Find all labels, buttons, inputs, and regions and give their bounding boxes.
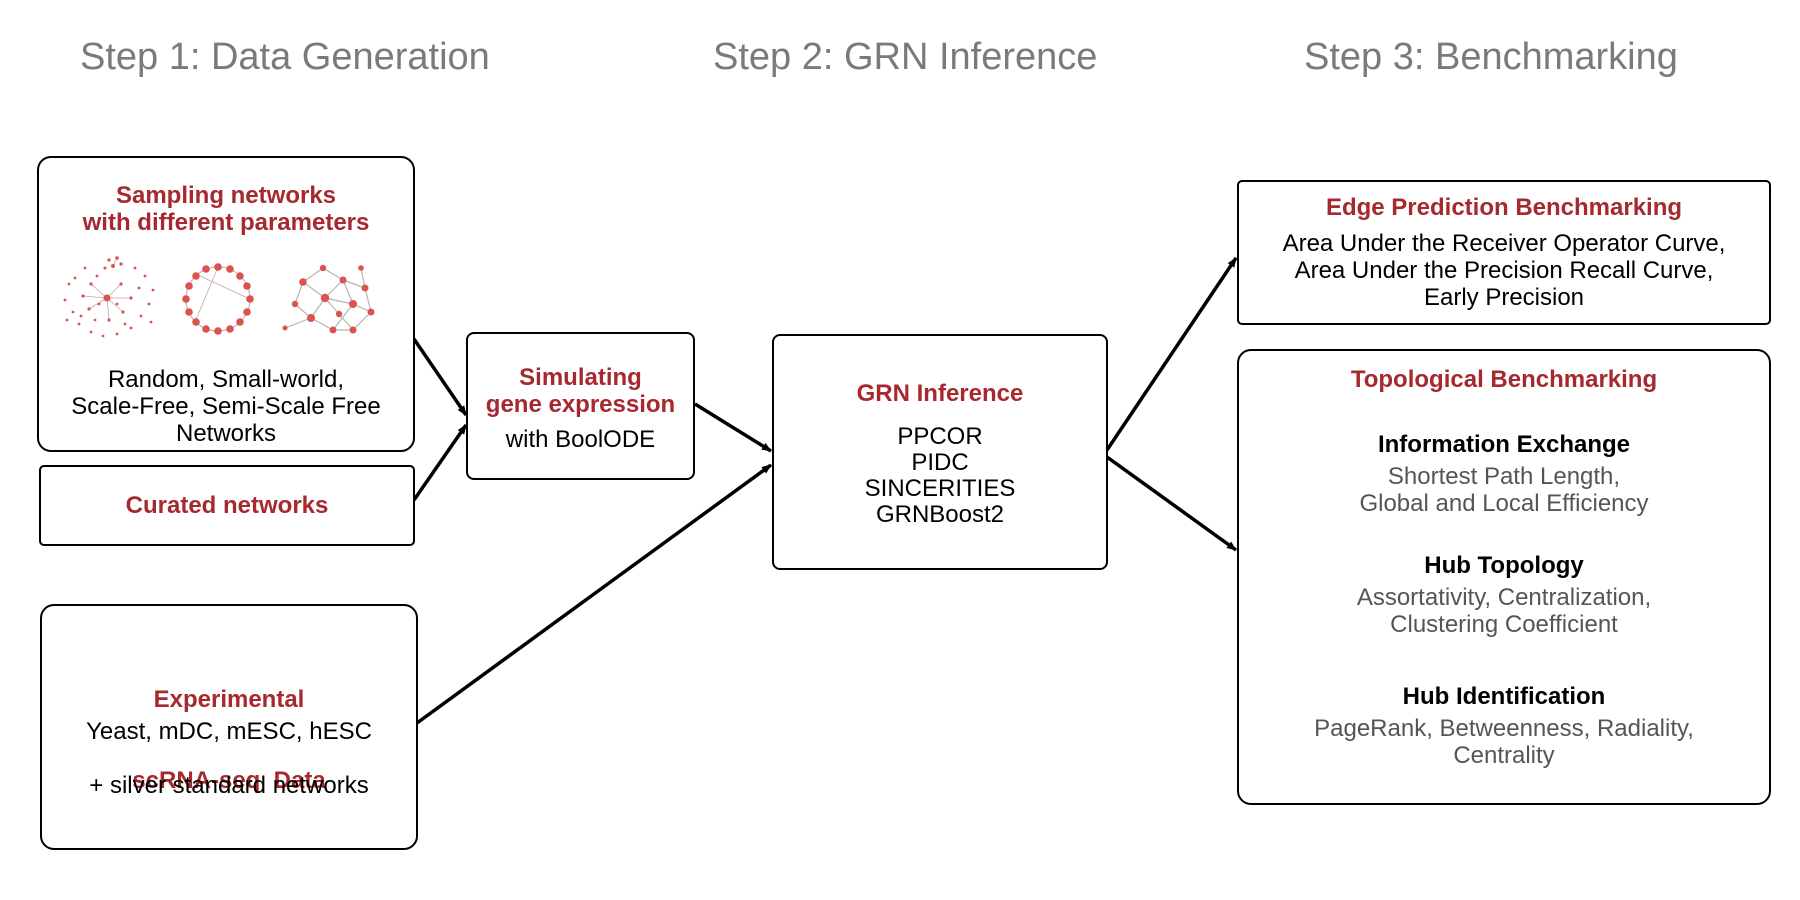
arrow-simulating-to-grn — [694, 402, 772, 453]
experimental-datasets: Yeast, mDC, mESC, hESC — [86, 718, 372, 745]
arrow-grn-to-edge — [1105, 257, 1238, 451]
grn-inference-box: GRN Inference PPCOR PIDC SINCERITIES GRN… — [772, 334, 1108, 570]
boolode-text: with BoolODE — [505, 426, 656, 453]
arrow-experimental-to-grn — [415, 463, 773, 725]
simulating-expression-title: Simulating gene expression — [485, 364, 676, 418]
information-exchange-heading: Information Exchange — [1377, 431, 1631, 458]
random-network-icon — [282, 264, 375, 334]
experimental-data-box: Experimental scRNA-seq Data Yeast, mDC, … — [40, 604, 418, 850]
silver-standard-text: + silver standard networks — [89, 772, 369, 799]
edge-prediction-metrics: Area Under the Receiver Operator Curve, … — [1282, 230, 1726, 311]
scale-free-network-icon — [63, 256, 155, 338]
curated-networks-box: Curated networks — [39, 465, 415, 546]
method-sincerities: SINCERITIES — [864, 475, 1016, 502]
hub-topology-heading: Hub Topology — [1424, 552, 1584, 579]
hub-identification-heading: Hub Identification — [1402, 683, 1606, 710]
arrow-curated-to-simulating — [412, 424, 468, 501]
sampling-networks-title: Sampling networks with different paramet… — [82, 182, 370, 236]
arrow-sampling-to-simulating — [412, 338, 468, 416]
grn-methods-list: PPCOR PIDC SINCERITIES GRNBoost2 — [774, 424, 1106, 528]
curated-networks-title: Curated networks — [125, 492, 329, 519]
network-types-text: Random, Small-world, Scale-Free, Semi-Sc… — [71, 366, 381, 447]
hub-identification-metrics: PageRank, Betweenness, Radiality, Centra… — [1314, 715, 1694, 769]
edge-prediction-box: Edge Prediction Benchmarking Area Under … — [1237, 180, 1771, 325]
step1-header: Step 1: Data Generation — [80, 36, 490, 78]
grn-inference-title: GRN Inference — [856, 380, 1024, 407]
sampling-networks-box: Sampling networks with different paramet… — [37, 156, 415, 452]
topological-benchmarking-box: Topological Benchmarking Information Exc… — [1237, 349, 1771, 805]
step2-header: Step 2: GRN Inference — [713, 36, 1098, 78]
method-pidc: PIDC — [911, 449, 969, 476]
edge-prediction-title: Edge Prediction Benchmarking — [1325, 194, 1683, 221]
step3-header: Step 3: Benchmarking — [1304, 36, 1678, 78]
method-grnboost2: GRNBoost2 — [875, 501, 1005, 528]
small-world-network-icon — [182, 263, 254, 335]
experimental-data-title: Experimental scRNA-seq Data — [132, 686, 326, 794]
method-ppcor: PPCOR — [897, 423, 983, 450]
hub-topology-metrics: Assortativity, Centralization, Clusterin… — [1356, 584, 1652, 638]
arrow-grn-to-topological — [1105, 455, 1238, 552]
information-exchange-metrics: Shortest Path Length, Global and Local E… — [1359, 463, 1649, 517]
topological-benchmarking-title: Topological Benchmarking — [1350, 366, 1658, 393]
simulating-expression-box: Simulating gene expression with BoolODE — [466, 332, 695, 480]
